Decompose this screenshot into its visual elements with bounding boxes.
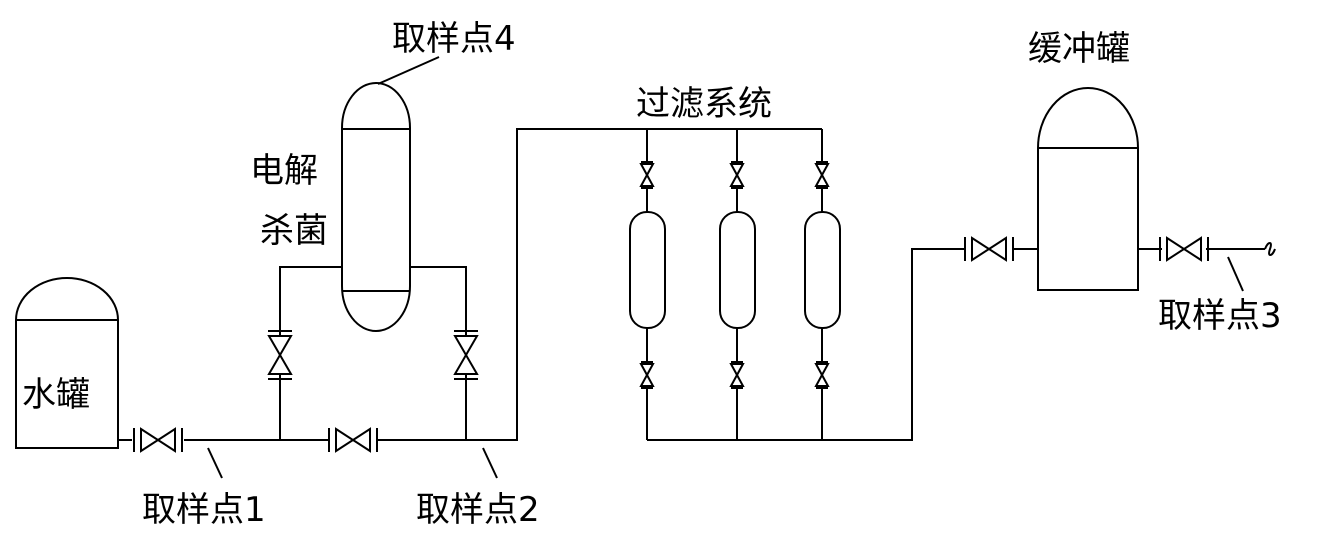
pipelines: [118, 128, 1276, 441]
valve-filter-3-top: [815, 161, 829, 189]
filter-cartridge-3: [804, 211, 841, 329]
pipe-break-end: [1264, 242, 1276, 256]
electrolysis-vessel: 电解 杀菌: [250, 82, 411, 332]
valve-filter-2-top: [730, 161, 744, 189]
valve-filter-2-bottom: [730, 361, 744, 389]
electrolysis-label-2: 杀菌: [260, 211, 328, 251]
valve-filter-1-bottom: [640, 361, 654, 389]
valve-after-water-tank: [133, 427, 183, 453]
valve-buffer-outlet: [1159, 236, 1209, 262]
valve-electrolysis-outlet: [453, 330, 479, 380]
water-tank: 水罐: [15, 277, 119, 449]
sample-point-2-label: 取样点2: [416, 490, 540, 530]
buffer-tank-label: 缓冲罐: [1028, 29, 1130, 69]
sample-point-3-label: 取样点3: [1158, 296, 1282, 336]
valve-filter-3-bottom: [815, 361, 829, 389]
filtration-system-label: 过滤系统: [636, 84, 772, 124]
filter-cartridge-2: [719, 211, 756, 329]
electrolysis-label-1: 电解: [250, 151, 318, 191]
leader-lines: [207, 56, 1244, 479]
valve-filter-1-top: [640, 161, 654, 189]
sample-point-1-label: 取样点1: [142, 490, 266, 530]
filter-cartridge-1: [629, 211, 666, 329]
valve-bypass: [328, 427, 378, 453]
valve-buffer-inlet: [964, 236, 1014, 262]
water-tank-label: 水罐: [22, 375, 90, 415]
buffer-tank: [1037, 87, 1139, 291]
sample-point-4-label: 取样点4: [392, 19, 516, 59]
valve-electrolysis-inlet: [267, 330, 293, 380]
